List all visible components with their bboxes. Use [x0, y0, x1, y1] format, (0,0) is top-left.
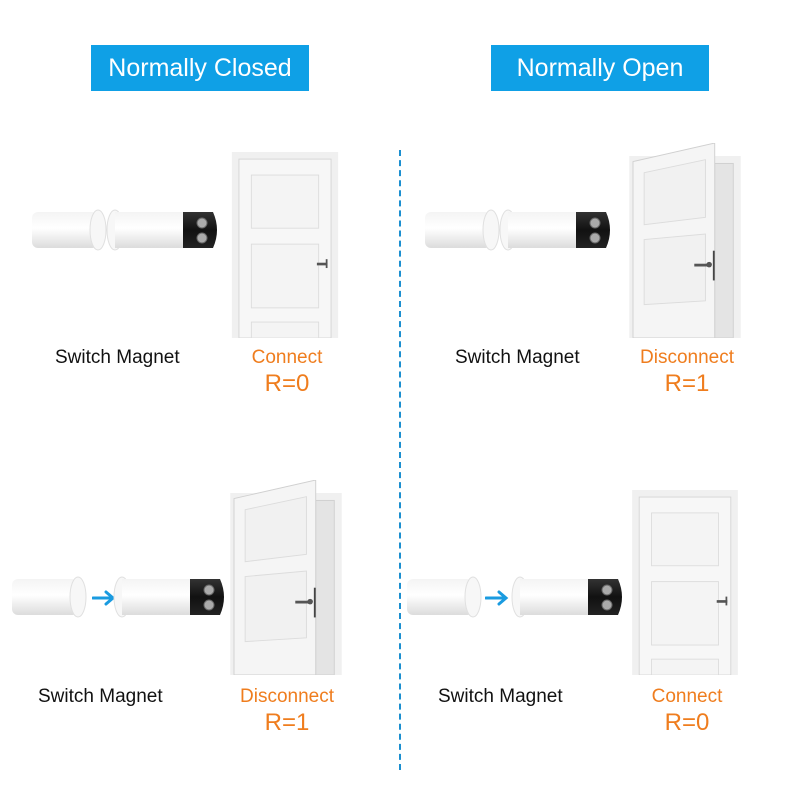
door-closed-icon — [225, 152, 345, 338]
component-label: Switch Magnet — [455, 347, 580, 368]
state-label: Disconnect R=1 — [217, 686, 357, 737]
component-label: Switch Magnet — [55, 347, 180, 368]
reed-switch-icon — [510, 572, 630, 622]
state-text: Disconnect — [640, 347, 734, 368]
column-divider — [399, 150, 401, 770]
magnet-icon — [405, 572, 485, 622]
reed-switch-icon — [498, 205, 618, 255]
arrow-right-icon — [485, 590, 509, 606]
resistance-value: R=1 — [264, 709, 310, 736]
state-text: Connect — [651, 686, 723, 707]
state-label: Connect R=0 — [617, 686, 757, 737]
magnet-icon — [10, 572, 90, 622]
component-label: Switch Magnet — [38, 686, 163, 707]
state-label: Connect R=0 — [217, 347, 357, 398]
reed-switch-icon — [112, 572, 232, 622]
resistance-value: R=0 — [264, 370, 310, 397]
normally-open-header: Normally Open — [491, 45, 709, 91]
component-label: Switch Magnet — [438, 686, 563, 707]
normally-closed-header: Normally Closed — [91, 45, 309, 91]
door-closed-icon — [625, 490, 745, 675]
state-label: Disconnect R=1 — [617, 347, 757, 398]
resistance-value: R=0 — [664, 709, 710, 736]
door-open-icon — [226, 480, 346, 675]
magnet-icon — [423, 205, 503, 255]
magnet-icon — [30, 205, 110, 255]
door-open-icon — [625, 143, 745, 338]
state-text: Disconnect — [240, 686, 334, 707]
reed-switch-icon — [105, 205, 225, 255]
resistance-value: R=1 — [664, 370, 710, 397]
state-text: Connect — [251, 347, 323, 368]
